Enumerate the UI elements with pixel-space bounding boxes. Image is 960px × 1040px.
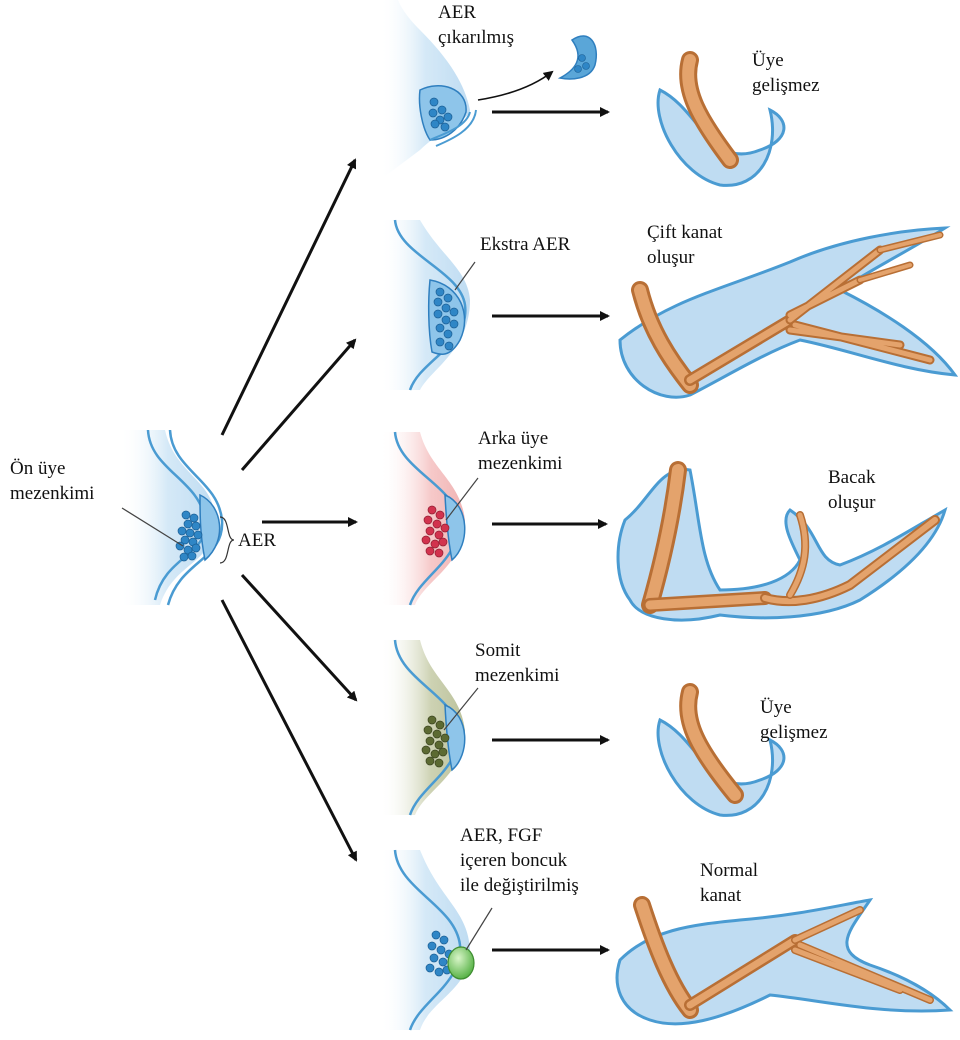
label-ekstra-aer: Ekstra AER xyxy=(480,234,570,256)
branch-arrows xyxy=(222,160,356,860)
label-somit-1: Somit xyxy=(475,640,520,662)
label-fgf-3: ile değiştirilmiş xyxy=(460,875,579,897)
label-normal-kanat-1: Normal xyxy=(700,860,758,882)
label-aer-removed-2: çıkarılmış xyxy=(438,27,514,49)
label-aer-removed-1: AER xyxy=(438,2,476,24)
label-uye-gelismez-1b: gelişmez xyxy=(752,75,820,97)
label-fgf-1: AER, FGF xyxy=(460,825,542,847)
label-fgf-2: içeren boncuk xyxy=(460,850,567,872)
label-uye-gelismez-1a: Üye xyxy=(752,50,784,72)
label-uye-gelismez-2a: Üye xyxy=(760,697,792,719)
row3-leg xyxy=(618,470,945,620)
label-bacak-1: Bacak xyxy=(828,467,875,489)
label-uye-gelismez-2b: gelişmez xyxy=(760,722,828,744)
label-somit-2: mezenkimi xyxy=(475,665,559,687)
label-cift-kanat-2: oluşur xyxy=(647,247,695,269)
source-forelimb-bud xyxy=(120,430,234,605)
row4-somite-bud xyxy=(380,640,478,815)
label-cift-kanat-1: Çift kanat xyxy=(647,222,722,244)
label-bacak-2: oluşur xyxy=(828,492,876,514)
row5-normal-wing xyxy=(617,900,950,1024)
row3-hindlimb-bud xyxy=(380,432,478,605)
label-normal-kanat-2: kanat xyxy=(700,885,741,907)
row2-extra-aer-bud xyxy=(380,220,475,390)
label-mezenkimi-left: mezenkimi xyxy=(10,483,94,505)
label-arka-uye-1: Arka üye xyxy=(478,428,548,450)
label-aer-bracket: AER xyxy=(238,530,276,552)
removed-aer-fragment xyxy=(560,36,596,79)
fgf-bead xyxy=(448,947,474,979)
label-on-uye: Ön üye xyxy=(10,458,65,480)
label-arka-uye-2: mezenkimi xyxy=(478,453,562,475)
